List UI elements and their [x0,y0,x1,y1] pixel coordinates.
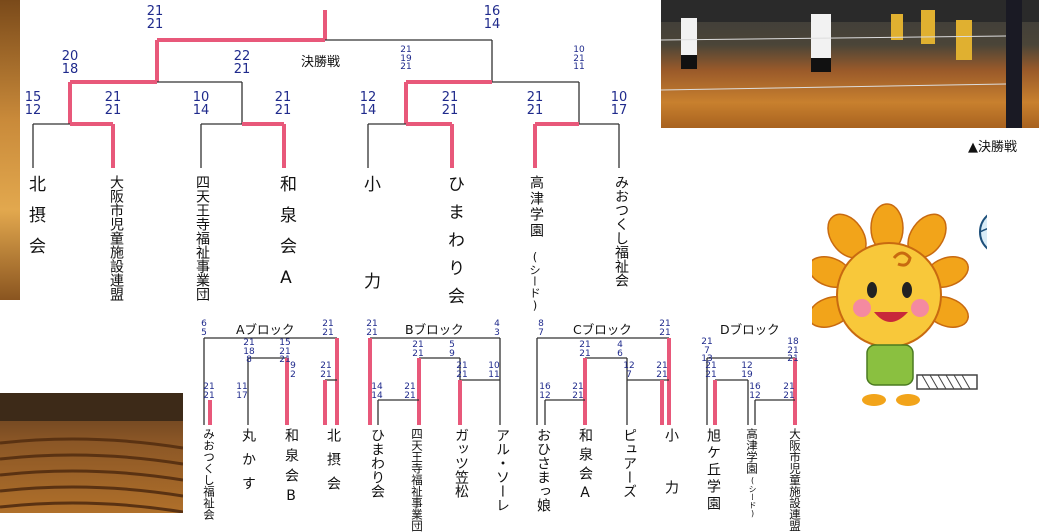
team-name: 四天王寺福祉事業団 [410,428,424,532]
block-d-label: Dブロック [720,322,780,337]
ball-icon [979,214,987,250]
team-name: 和泉会A [577,428,593,506]
team-name: 小力 [360,175,380,369]
photo-left-edge [0,0,20,300]
photo-auditorium [0,393,183,513]
team-name: 高津学園 [528,175,544,239]
team-name: 大阪市児童施設連盟 [788,428,802,532]
team-name: 旭ケ丘学園 [705,428,721,513]
seats-image [0,393,183,513]
team-name: おひさまっ娘 [535,428,551,512]
seed-note: (シード) [528,250,542,313]
team-name: みおつくし福祉会 [613,175,629,287]
sunflower-mascot [812,203,987,406]
team-name: 高津学園 [745,428,759,474]
team-name: 和泉会B [283,428,299,510]
team-name: 四天王寺福祉事業団 [194,175,210,301]
final-label: 決勝戦 [301,55,341,70]
photo-caption: ▲決勝戦 [968,140,1017,155]
team-name: ピュアーズ [621,428,637,498]
team-name: 大阪市児童施設連盟 [108,175,124,301]
seed-note: (シード) [748,476,757,518]
team-name: ひまわり会 [444,175,464,315]
block-a-label: Aブロック [236,322,295,337]
team-name: ひまわり会 [369,428,385,498]
team-name: 丸かす [240,428,256,500]
team-name: 北摂会 [25,175,45,268]
team-name: みおつくし福祉会 [202,428,216,520]
team-name: アル・ソーレ [494,428,510,512]
block-b-label: Bブロック [405,322,464,337]
bracket-lines [32,10,797,425]
block-c-label: Cブロック [573,322,632,337]
team-name: 北摂会 [325,428,341,500]
players-image [661,0,1039,128]
team-name: 小力 [663,428,679,532]
team-name: 和泉会A [276,175,296,302]
photo-final-match [661,0,1039,128]
team-name: ガッツ笠松 [453,428,469,498]
